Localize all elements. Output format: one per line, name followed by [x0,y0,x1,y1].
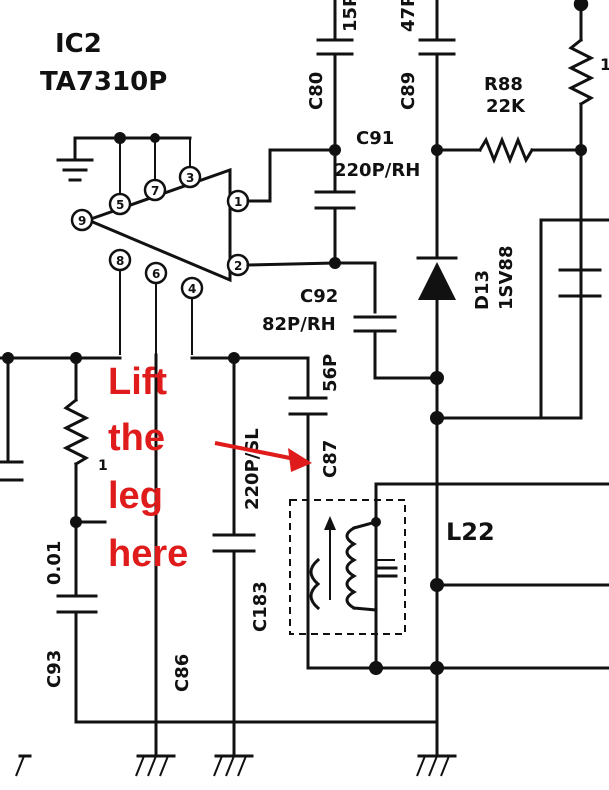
c91-value: 220P/RH [334,160,420,181]
c92-label: C92 [300,286,338,307]
c89-value: 47P [398,0,419,32]
ic-pin-3: 3 [186,171,194,185]
r-partial-label: 1 [98,458,108,474]
ic-pin-6: 6 [152,267,160,281]
ic2-amplifier: 9 5 7 3 8 6 4 1 2 [70,138,250,355]
ic-pin-7: 7 [151,184,159,198]
ic-pin-4: 4 [188,282,196,296]
d13-part: 1SV88 [496,246,517,310]
c92-value: 82P/RH [262,314,336,335]
red-annotation: Lift the leg here [108,361,312,575]
c89-label: C89 [398,72,419,110]
ic-pin-2: 2 [234,259,242,273]
ic-pin-1: 1 [234,195,242,209]
c80-label: C80 [306,72,327,110]
l22-label: L22 [446,518,495,546]
r88-value: 22K [486,96,526,117]
ic-pin-5: 5 [116,198,124,212]
c91-label: C91 [356,128,394,149]
annotation-line-3: leg [108,475,163,517]
l22-transformer [289,482,609,670]
ic-pin-8: 8 [116,254,124,268]
ground-symbols-bottom [15,746,457,777]
r-top-partial: 1 [600,55,609,74]
ic-part-number: TA7310P [40,67,167,97]
annotation-line-4: here [108,533,188,575]
annotation-arrow [214,441,301,462]
c87-label: C87 [320,440,341,478]
c80-value: 15P [340,0,361,32]
ic-pin-9: 9 [78,214,86,228]
r88-label: R88 [484,74,523,95]
c87-value: 56P [320,354,341,392]
d13-label: D13 [472,270,493,310]
c183-value: 220P/SL [242,428,263,510]
annotation-line-2: the [108,417,165,459]
c86-label: C86 [172,654,193,692]
c93-value: 0.01 [44,541,65,585]
ic-reference: IC2 [55,29,102,59]
c183-label: C183 [250,581,271,632]
ground-symbol-ic [56,136,122,182]
c93-label: C93 [44,650,65,688]
annotation-line-1: Lift [108,361,167,403]
